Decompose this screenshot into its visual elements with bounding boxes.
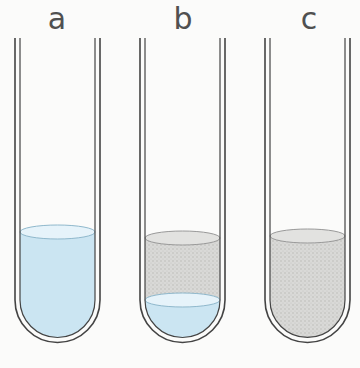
liquid-surface <box>20 225 95 239</box>
tube-letter: a <box>48 4 66 34</box>
grey-layer <box>145 238 220 300</box>
grey-liquid <box>270 236 345 337</box>
tube-letter: c <box>301 4 318 34</box>
grey-surface <box>145 231 220 245</box>
test-tube-outer <box>15 38 100 343</box>
layer-boundary <box>145 293 220 307</box>
grey-surface <box>270 229 345 243</box>
blue-liquid <box>20 232 95 338</box>
test-tube-inner <box>145 38 220 338</box>
test-tube-inner <box>20 38 95 338</box>
test-tube-inner <box>270 38 345 337</box>
test-tube-outer <box>265 38 350 343</box>
test-tube-outer <box>140 38 225 343</box>
tube-letter: b <box>173 4 192 34</box>
